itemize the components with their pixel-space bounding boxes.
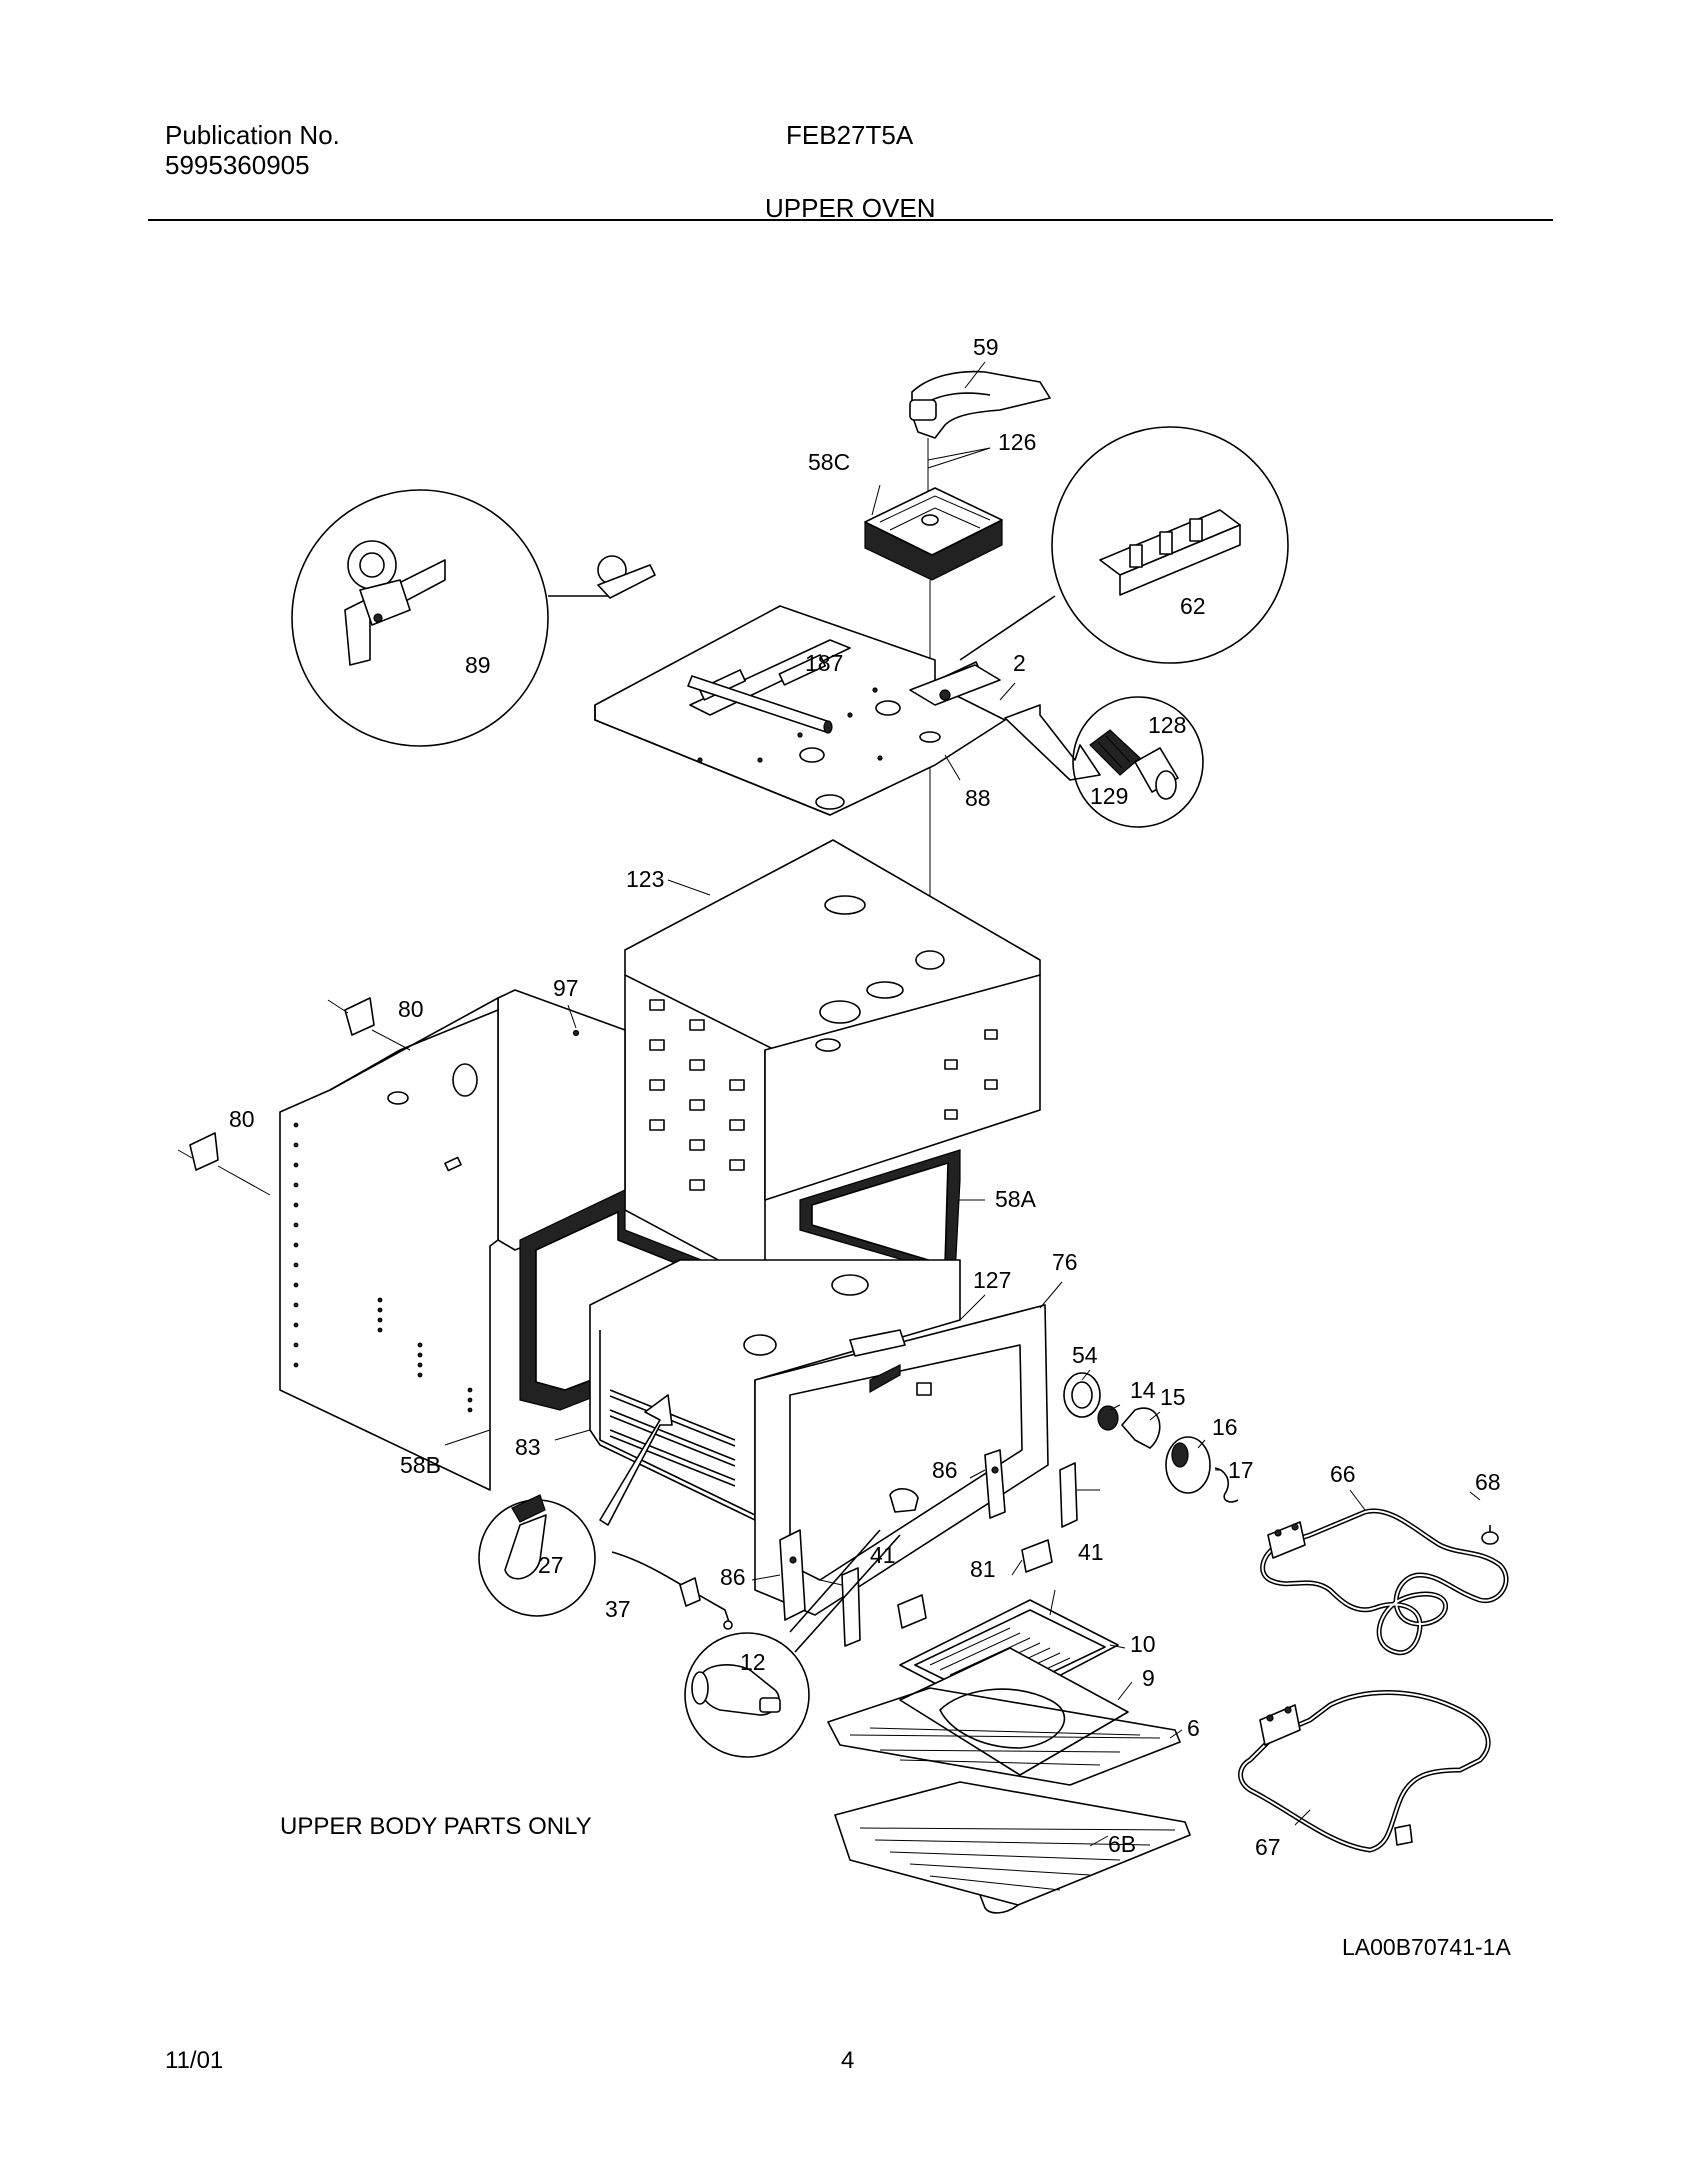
callout-59: 59 bbox=[973, 334, 999, 360]
part-41-bracket-left bbox=[819, 1567, 861, 1647]
part-127-fitting bbox=[849, 1329, 906, 1357]
callout-128: 128 bbox=[1148, 712, 1186, 738]
part-81-clip-a bbox=[1021, 1539, 1053, 1573]
callout-labels: 59 126 58C 62 89 187 2 128 129 88 123 97… bbox=[229, 334, 1501, 1860]
callout-67: 67 bbox=[1255, 1834, 1281, 1860]
callout-81: 81 bbox=[970, 1556, 996, 1582]
part-81-clip-b bbox=[897, 1594, 927, 1629]
part-27-detail-circle bbox=[478, 1394, 673, 1617]
callout-15: 15 bbox=[1160, 1384, 1186, 1410]
part-62-detail-circle bbox=[938, 426, 1289, 689]
page-number: 4 bbox=[841, 2047, 855, 2074]
part-6b-oven-rack bbox=[834, 1781, 1191, 1914]
callout-62: 62 bbox=[1180, 593, 1206, 619]
callout-54: 54 bbox=[1072, 1342, 1098, 1368]
part-9-broil-pan bbox=[899, 1647, 1129, 1776]
part-6-oven-rack bbox=[827, 1687, 1181, 1786]
part-80-bracket-lower bbox=[177, 1132, 271, 1196]
part-66-broil-element bbox=[1260, 1508, 1509, 1655]
part-37-sensor bbox=[611, 1551, 733, 1630]
callout-68: 68 bbox=[1475, 1469, 1501, 1495]
callout-80-upper: 80 bbox=[398, 996, 424, 1022]
callout-6b: 6B bbox=[1108, 1831, 1136, 1857]
callout-66: 66 bbox=[1330, 1461, 1356, 1487]
part-12-detail-circle bbox=[684, 1488, 919, 1758]
oven-liner bbox=[589, 1259, 961, 1521]
model-number: FEB27T5A bbox=[786, 120, 914, 150]
part-128-129-detail-circle bbox=[1072, 696, 1204, 828]
callout-97: 97 bbox=[553, 975, 579, 1001]
part-54-light-receptacle bbox=[1063, 1372, 1101, 1418]
part-15-bulb bbox=[1121, 1407, 1161, 1449]
callout-14: 14 bbox=[1130, 1377, 1156, 1403]
publication-number: 5995360905 bbox=[165, 150, 310, 180]
diagram-note: UPPER BODY PARTS ONLY bbox=[280, 1813, 592, 1840]
callout-126: 126 bbox=[998, 429, 1036, 455]
callout-2: 2 bbox=[1013, 650, 1026, 676]
callout-16: 16 bbox=[1212, 1414, 1238, 1440]
part-17-wire bbox=[1214, 1467, 1239, 1503]
part-67-bake-element bbox=[1238, 1690, 1491, 1853]
top-panel bbox=[594, 605, 1006, 816]
callout-9: 9 bbox=[1142, 1665, 1155, 1691]
callout-17: 17 bbox=[1228, 1457, 1254, 1483]
callout-10: 10 bbox=[1130, 1631, 1156, 1657]
part-123-oven-cavity bbox=[624, 839, 1041, 1286]
part-187-rod bbox=[687, 675, 833, 734]
part-86-hinge-right bbox=[984, 1449, 1006, 1519]
callout-6: 6 bbox=[1187, 1715, 1200, 1741]
part-2-bracket bbox=[909, 664, 1101, 781]
callout-129: 129 bbox=[1090, 783, 1128, 809]
callout-127: 127 bbox=[973, 1267, 1011, 1293]
callout-86-right: 86 bbox=[932, 1457, 958, 1483]
callout-37: 37 bbox=[605, 1596, 631, 1622]
callout-58b: 58B bbox=[400, 1452, 441, 1478]
callout-76: 76 bbox=[1052, 1249, 1078, 1275]
part-86-hinge-left bbox=[779, 1529, 806, 1621]
callout-41-right: 41 bbox=[1078, 1539, 1104, 1565]
part-14-socket bbox=[1097, 1405, 1119, 1431]
callout-89: 89 bbox=[465, 652, 491, 678]
part-76-front-frame bbox=[754, 1304, 1049, 1616]
callout-187: 187 bbox=[805, 650, 843, 676]
header-rule bbox=[148, 219, 1553, 221]
callout-123: 123 bbox=[626, 866, 664, 892]
part-58b-outer-wrapper bbox=[279, 997, 499, 1491]
section-title: UPPER OVEN bbox=[765, 193, 936, 223]
part-41-bracket-right bbox=[1059, 1462, 1100, 1528]
callout-58a: 58A bbox=[995, 1186, 1037, 1212]
callout-41-left: 41 bbox=[870, 1542, 896, 1568]
callout-80-lower: 80 bbox=[229, 1106, 255, 1132]
callout-86-left: 86 bbox=[720, 1564, 746, 1590]
callout-88: 88 bbox=[965, 785, 991, 811]
leader-lines bbox=[444, 361, 1481, 1847]
footer-date: 11/01 bbox=[165, 2047, 224, 2074]
part-58c-insulation-pad bbox=[864, 487, 1003, 581]
part-89-detail-circle bbox=[291, 489, 656, 747]
publication-label: Publication No. bbox=[165, 120, 340, 150]
callout-83: 83 bbox=[515, 1434, 541, 1460]
callout-12: 12 bbox=[740, 1649, 766, 1675]
callout-27: 27 bbox=[538, 1552, 564, 1578]
part-59-harness bbox=[909, 370, 1051, 439]
drawing-number: LA00B70741-1A bbox=[1342, 1934, 1511, 1960]
part-80-bracket-upper bbox=[327, 997, 411, 1051]
callout-58c: 58C bbox=[808, 449, 850, 475]
part-16-lens-cover bbox=[1165, 1436, 1211, 1494]
part-68-screw bbox=[1481, 1525, 1499, 1545]
